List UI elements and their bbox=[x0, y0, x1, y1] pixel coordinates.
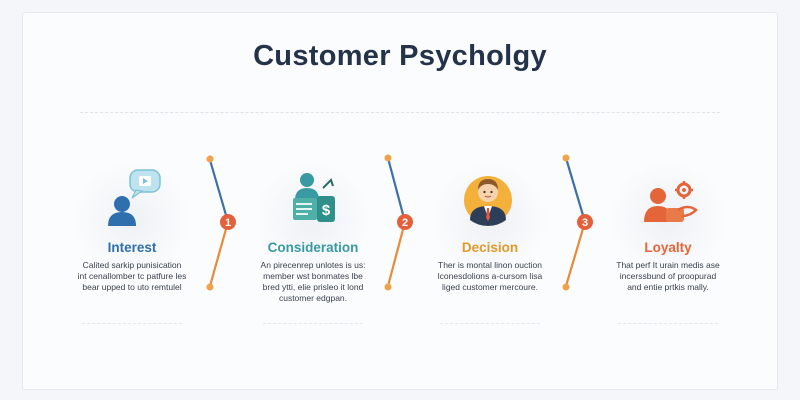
step-badge-2 bbox=[397, 214, 413, 230]
connector-line bbox=[208, 221, 230, 287]
stage-decision: Decision Ther is montal linon ouction lc… bbox=[420, 160, 560, 330]
description-line: member wst bonmates lbe bbox=[263, 271, 363, 281]
description-line: bear upped to uto remtulel bbox=[82, 282, 182, 292]
connector-line bbox=[564, 157, 587, 223]
description-line: int cenallomber tc patfure les bbox=[77, 271, 187, 281]
stage-label: Decision bbox=[461, 240, 519, 255]
description-line: bred ytti, elie prisleo it lond bbox=[262, 282, 364, 292]
divider bbox=[618, 323, 718, 324]
description-line: and entie prtkis mally. bbox=[627, 282, 709, 292]
divider bbox=[263, 323, 363, 324]
description-line: That perf It urain medis ase bbox=[616, 260, 720, 270]
step-badge-1 bbox=[220, 214, 236, 230]
step-number: 3 bbox=[582, 217, 588, 229]
stage-description: That perf It urain medis ase incerssbund… bbox=[598, 260, 738, 293]
stage-label: Loyalty bbox=[644, 240, 692, 255]
stage-description: Ther is montal linon ouction lconesdolio… bbox=[420, 260, 560, 293]
connector-2: 2 bbox=[384, 154, 413, 291]
person-gear-icon bbox=[644, 181, 698, 222]
connector-line bbox=[208, 159, 230, 223]
stage-label: Interest bbox=[107, 240, 157, 255]
connector-line bbox=[386, 221, 407, 287]
description-line: An pirecenrep unlotes is us: bbox=[260, 260, 366, 270]
connector-dot bbox=[206, 283, 214, 291]
divider bbox=[80, 112, 720, 113]
connector-dot bbox=[206, 155, 214, 163]
person-money-icon: $ bbox=[293, 173, 335, 222]
connector-line bbox=[564, 221, 587, 287]
connector-3: 3 bbox=[562, 154, 593, 291]
step-number: 1 bbox=[225, 217, 231, 229]
stage-loyalty: Loyalty That perf It urain medis ase inc… bbox=[598, 160, 738, 330]
step-badge-3 bbox=[577, 214, 593, 230]
stage-interest: Interest Calited sarkip punisication int… bbox=[62, 160, 202, 330]
description-line: Ther is montal linon ouction bbox=[438, 260, 542, 270]
stage-consideration: $ Consideration An pirecenrep unlotes is… bbox=[243, 160, 383, 330]
stage-label: Consideration bbox=[267, 240, 359, 255]
description-line: customer edgpan. bbox=[278, 293, 348, 303]
businessman-icon bbox=[464, 176, 512, 226]
description-line: Calited sarkip punisication bbox=[82, 260, 182, 270]
connector-dot bbox=[562, 283, 570, 291]
connector-dot bbox=[384, 154, 392, 162]
connector-line bbox=[386, 157, 407, 223]
connector-dot bbox=[384, 283, 392, 291]
step-number: 2 bbox=[402, 217, 408, 229]
stage-description: An pirecenrep unlotes is us: member wst … bbox=[243, 260, 383, 304]
stage-description: Calited sarkip punisication int cenallom… bbox=[62, 260, 202, 293]
person-chat-icon bbox=[108, 169, 161, 226]
connector-dot bbox=[562, 154, 570, 162]
description-line: lconesdolions a-cursom lisa bbox=[437, 271, 543, 281]
description-line: incerssbund of proopurad bbox=[619, 271, 717, 281]
divider bbox=[82, 323, 182, 324]
svg-text:$: $ bbox=[322, 202, 331, 219]
description-line: liged customer mercoure. bbox=[442, 282, 538, 292]
divider bbox=[440, 323, 540, 324]
connector-1: 1 bbox=[206, 155, 236, 291]
page-title: Customer Psycholgy bbox=[253, 40, 547, 72]
